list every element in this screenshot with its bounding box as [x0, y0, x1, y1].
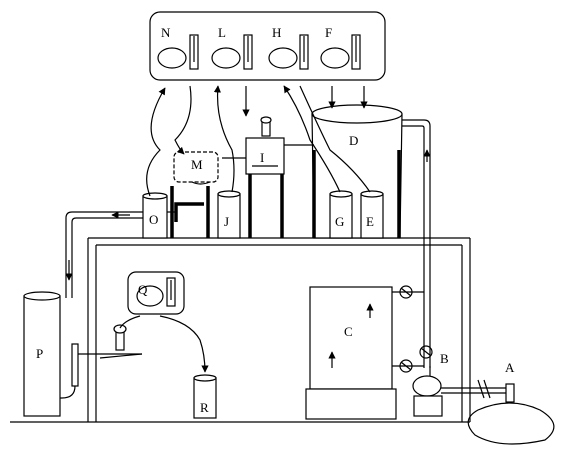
flow-arrows-c [328, 303, 374, 368]
cylinder-g [329, 190, 353, 239]
label-j: J [224, 214, 229, 229]
label-o: O [149, 212, 158, 227]
label-l: L [218, 25, 226, 40]
unit-i [222, 116, 314, 238]
label-e: E [366, 214, 374, 229]
meter-q [127, 271, 185, 315]
cylinder-j [217, 190, 241, 239]
label-p: P [36, 346, 43, 361]
tank-d [311, 104, 403, 239]
label-f: F [325, 25, 332, 40]
water-source-a [441, 379, 555, 445]
label-i: I [260, 150, 264, 165]
piping [65, 119, 431, 376]
cylinder-o [142, 192, 168, 239]
label-g: G [335, 214, 344, 229]
label-a: A [505, 360, 515, 375]
label-n: N [161, 25, 171, 40]
tank-p [23, 291, 61, 417]
wiring [146, 85, 371, 197]
pump-b [399, 285, 443, 417]
label-b: B [440, 351, 449, 366]
meter-h [268, 34, 309, 70]
label-m: M [191, 157, 203, 172]
container-r [193, 374, 217, 419]
label-q: Q [138, 282, 148, 297]
meter-n [157, 34, 199, 70]
labels: N L H F D I M O J G E C B A P Q R [36, 25, 515, 415]
label-h: H [272, 25, 281, 40]
unit-m [170, 151, 219, 238]
unit-c [305, 286, 397, 420]
nozzle-assembly [60, 324, 143, 399]
platform [10, 237, 471, 423]
cylinder-e [360, 190, 384, 239]
meter-f [320, 34, 361, 70]
label-r: R [200, 400, 209, 415]
label-c: C [344, 324, 353, 339]
meter-l [211, 34, 253, 70]
label-d: D [349, 133, 358, 148]
control-panel [149, 11, 386, 81]
